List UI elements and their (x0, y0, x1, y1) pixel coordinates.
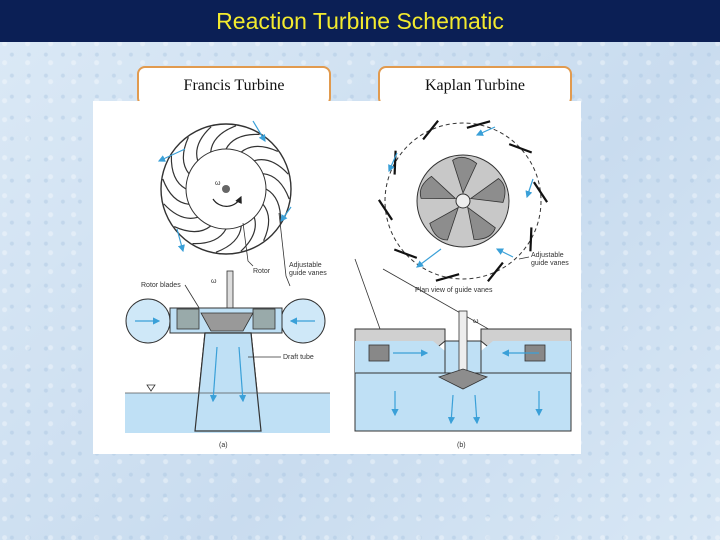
kaplan-vane-leader (518, 256, 530, 260)
francis-section-arrows (135, 317, 315, 403)
francis-shaft-section (226, 270, 234, 314)
francis-blade (240, 145, 279, 153)
francis-blade (196, 126, 212, 161)
kaplan-omega: ω (473, 318, 479, 325)
kaplan-blade (452, 156, 478, 195)
francis-blade (192, 228, 227, 245)
kaplan-guide-vane (393, 248, 418, 259)
francis-label-box: Francis Turbine (137, 66, 331, 106)
page-title: Reaction Turbine Schematic (216, 7, 504, 34)
kaplan-vanes-label-1: Adjustable (531, 252, 564, 259)
francis-label: Francis Turbine (183, 77, 285, 94)
kaplan-section-arrows (391, 349, 543, 425)
kaplan-blade (429, 206, 460, 241)
kaplan-guide-vane (487, 261, 504, 282)
francis-rotation-arrow (212, 195, 242, 207)
kaplan-guide-vane-left (368, 344, 390, 362)
title-bar: Reaction Turbine Schematic (0, 0, 720, 42)
francis-shaft (222, 185, 230, 193)
francis-blade (254, 159, 289, 175)
kaplan-runner-blades (419, 156, 506, 241)
kaplan-guide-vane (422, 120, 439, 141)
kaplan-water-left (355, 341, 445, 373)
francis-blade (170, 155, 187, 190)
francis-omega-side: ω (211, 278, 217, 285)
kaplan-guide-vanes (377, 120, 549, 282)
francis-blade (173, 225, 212, 233)
kaplan-guide-vane (466, 120, 491, 129)
kaplan-shaft (455, 193, 471, 209)
francis-blade (163, 203, 198, 219)
francis-diagram: ω Rotor Adjustable guide vanes Rotor bla… (125, 120, 330, 449)
kaplan-guide-vane (529, 227, 533, 252)
diagram-panel: ω Rotor Adjustable guide vanes Rotor bla… (93, 101, 581, 454)
kaplan-blade (467, 206, 496, 240)
francis-blade (262, 203, 270, 242)
kaplan-blade (419, 175, 457, 199)
kaplan-guide-vane (508, 143, 533, 154)
vanes-leader (278, 212, 291, 287)
kaplan-diagram: Adjustable guide vanes Plan view of guid… (354, 120, 572, 449)
water-level-marker (146, 384, 156, 392)
kaplan-label: Kaplan Turbine (425, 77, 525, 94)
kaplan-propeller-section (437, 368, 489, 390)
turbine-diagram: ω Rotor Adjustable guide vanes Rotor bla… (125, 120, 572, 449)
plan-view-label: Plan view of guide vanes (415, 287, 493, 294)
guide-vane-right (252, 308, 276, 330)
francis-blade (210, 125, 237, 153)
kaplan-flow-arrows (388, 126, 534, 268)
draft-tube-label: Draft tube (283, 354, 314, 361)
kaplan-caption: (b) (457, 442, 466, 449)
kaplan-blade (469, 178, 506, 203)
francis-runner-blades (162, 125, 290, 253)
kaplan-guide-vane (435, 273, 460, 282)
guide-vane-circle (384, 122, 542, 280)
francis-omega-top: ω (215, 180, 221, 187)
francis-vanes-label-1: Adjustable (289, 262, 322, 269)
francis-blade (240, 217, 256, 252)
kaplan-guide-vane (532, 181, 549, 203)
francis-flow-arrows (157, 120, 292, 253)
francis-runner-outer (160, 123, 292, 255)
francis-blade (182, 136, 190, 175)
rotor-blades-label: Rotor blades (141, 282, 181, 289)
blades-leader (184, 284, 202, 312)
francis-runner-section (200, 312, 254, 332)
francis-blade (225, 133, 260, 150)
kaplan-vanes-label-2: guide vanes (531, 260, 569, 267)
francis-blade (262, 173, 290, 200)
kaplan-label-box: Kaplan Turbine (378, 66, 572, 106)
francis-vanes-label-2: guide vanes (289, 270, 327, 277)
francis-blade (215, 225, 242, 253)
guide-vane-left (176, 308, 200, 330)
francis-caption: (a) (219, 442, 228, 449)
francis-blade (162, 178, 190, 205)
kaplan-guide-vane (377, 199, 394, 221)
kaplan-guide-vane (393, 150, 397, 175)
kaplan-shaft-section (458, 310, 468, 372)
rotor-leader (242, 222, 254, 267)
rotor-label: Rotor (253, 268, 271, 275)
